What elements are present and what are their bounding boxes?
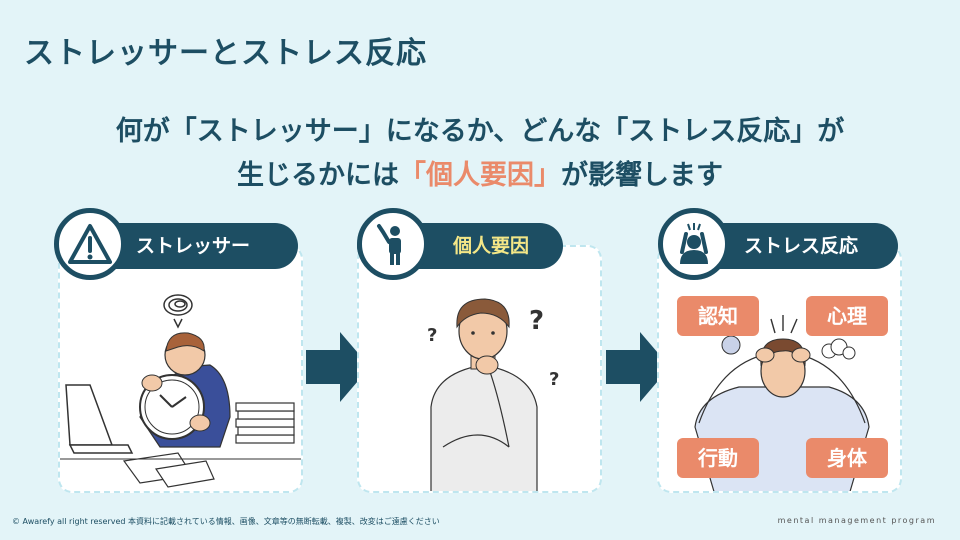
subtitle-highlight: 「個人要因」: [399, 160, 561, 191]
tag-body: 身体: [806, 438, 888, 478]
subtitle-line-1: 何が「ストレッサー」になるか、どんな「ストレス反応」が: [115, 116, 845, 147]
subtitle-line-2: 生じるかには「個人要因」が影響します: [0, 154, 960, 198]
subtitle-line-2-pre: 生じるかには: [237, 160, 399, 191]
personal-label: 個人要因: [453, 235, 530, 257]
footer-brand: mental management program: [777, 516, 936, 525]
page-title: ストレッサーとストレス反応: [24, 36, 427, 71]
stressed-head-icon: [658, 208, 730, 280]
stressor-label: ストレッサー: [136, 235, 251, 257]
svg-text:?: ?: [549, 369, 559, 390]
personal-card: ? ? ?: [357, 245, 602, 493]
footer-copyright: © Awarefy all right reserved 本資料に記載されている…: [12, 517, 440, 526]
response-label: ストレス反応: [744, 235, 859, 257]
stressed-worker-illustration: [60, 294, 301, 488]
tag-psychology: 心理: [806, 296, 888, 336]
subtitle: 何が「ストレッサー」になるか、どんな「ストレス反応」が 生じるかには「個人要因」…: [0, 110, 960, 198]
svg-text:?: ?: [427, 325, 437, 346]
svg-text:?: ?: [529, 306, 544, 336]
tag-cognition: 認知: [677, 296, 759, 336]
warning-icon: [54, 208, 126, 280]
thinking-man-illustration: ? ? ?: [427, 298, 559, 491]
stressor-card: [58, 245, 303, 493]
person-pointing-icon: [357, 208, 429, 280]
subtitle-line-2-post: が影響します: [561, 160, 723, 191]
arrow-right-icon: [306, 332, 370, 402]
tag-behavior: 行動: [677, 438, 759, 478]
arrow-right-icon: [606, 332, 670, 402]
